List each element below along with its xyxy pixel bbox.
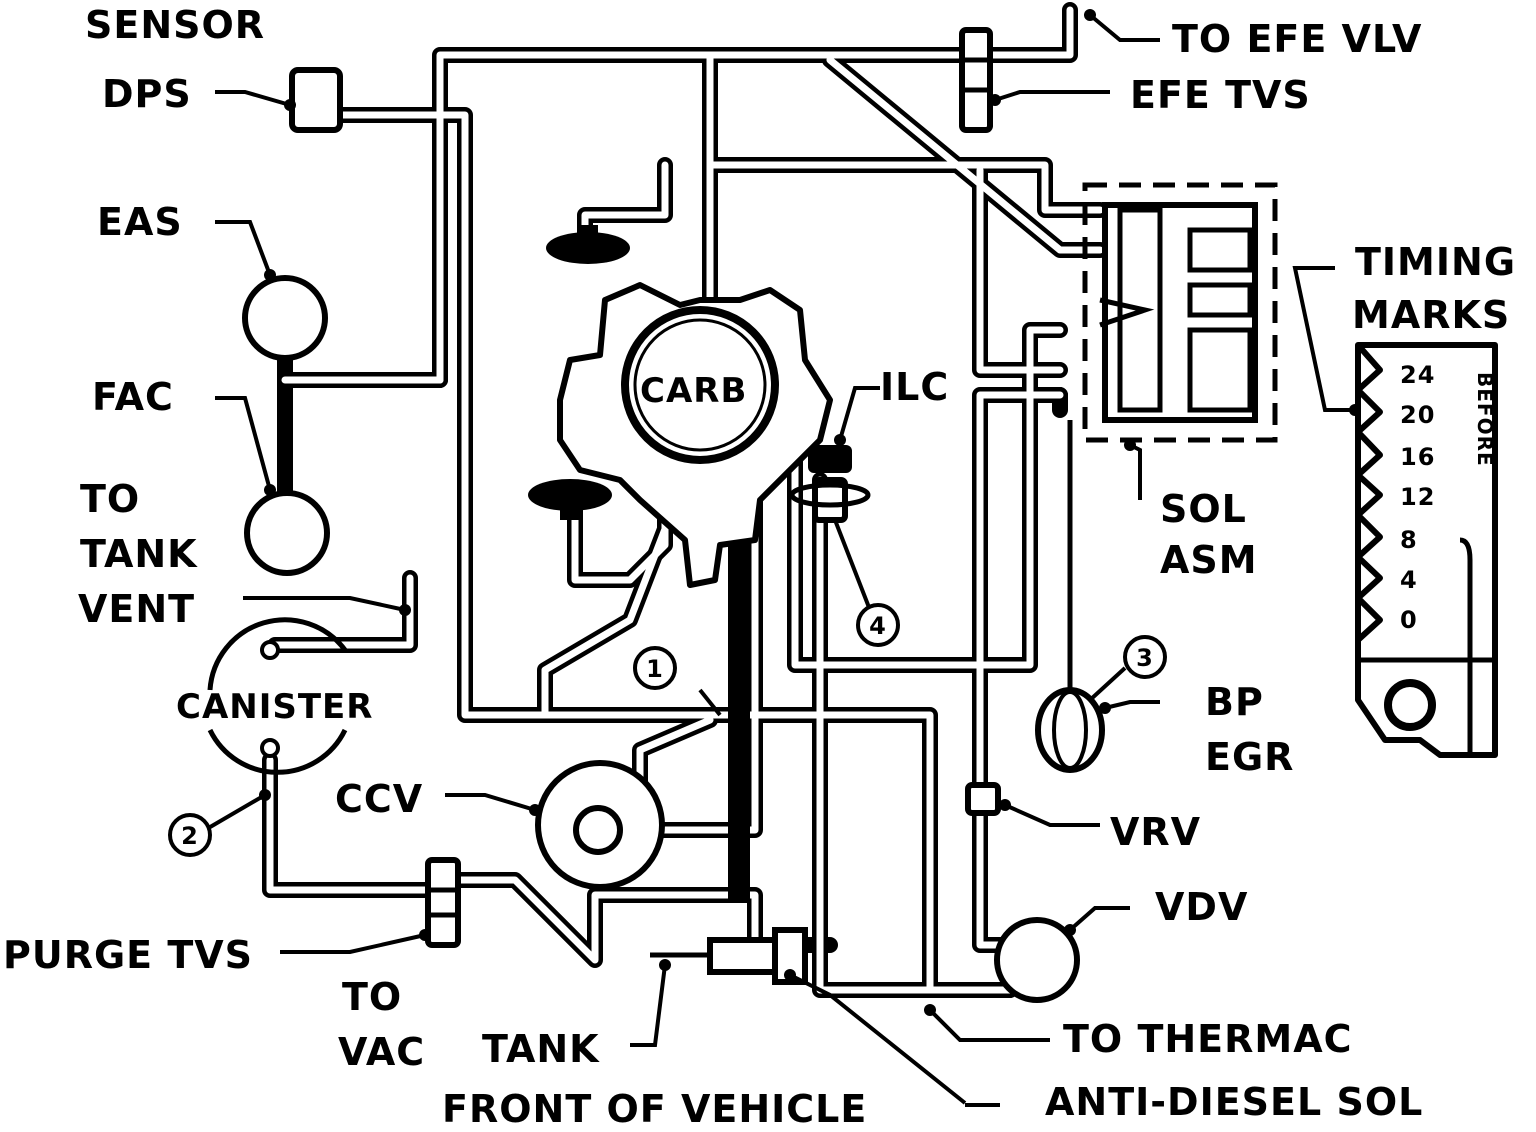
solid-hose [728,490,750,900]
label-sol-asm-2: ASM [1160,538,1258,582]
eas-valve [242,275,328,361]
timing-mark-20: 20 [1400,401,1435,429]
label-vdv: VDV [1155,885,1248,929]
callout-4: 4 [856,603,900,647]
svg-text:3: 3 [1136,644,1154,672]
label-anti-diesel-sol: ANTI-DIESEL SOL [1045,1080,1423,1124]
label-to-vac-2: VAC [338,1030,425,1074]
label-eas: EAS [97,200,183,244]
timing-mark-0: 0 [1400,606,1418,634]
label-bp-egr-2: EGR [1205,735,1294,779]
label-to-thermac: TO THERMAC [1063,1017,1353,1061]
anti-diesel-solenoid [650,927,808,985]
label-dps: DPS [102,72,192,116]
label-sensor: SENSOR [85,3,265,47]
svg-text:4: 4 [869,612,887,640]
callout-3: 3 [1123,635,1167,679]
callout-2: 2 [168,813,212,857]
timing-mark-8: 8 [1400,526,1418,554]
label-ccv: CCV [335,777,423,821]
label-to-tank-vent-2: TANK [80,532,198,576]
purge-tvs [425,857,461,948]
callout-1: 1 [633,646,677,690]
label-vrv: VRV [1110,810,1201,854]
label-purge-tvs: PURGE TVS [3,933,253,977]
timing-mark-12: 12 [1400,483,1435,511]
label-canister: CANISTER [176,687,373,727]
vdv-valve [994,917,1080,1003]
label-to-tank-vent-1: TO [80,477,140,521]
timing-mark-24: 24 [1400,361,1435,389]
label-efe-tvs: EFE TVS [1130,73,1311,117]
bp-egr-valve [1035,420,1105,773]
label-tank: TANK [482,1027,600,1071]
label-bp-egr-1: BP [1205,680,1264,724]
dps-sensor [289,67,343,133]
label-front-of-vehicle: FRONT OF VEHICLE [442,1087,867,1131]
hose-inner [266,6,1104,994]
fac-valve [244,490,330,576]
efe-tvs [959,27,993,133]
solenoid-assembly [1082,182,1278,443]
leader-lines [203,13,1355,1107]
label-to-vac-1: TO [342,975,402,1019]
carb-diaphragm-top [546,225,630,264]
label-to-tank-vent-3: VENT [78,587,195,631]
ccv-valve [535,760,665,890]
label-before: BEFORE [1473,372,1497,467]
svg-text:1: 1 [646,655,664,683]
label-timing-marks-2: MARKS [1352,293,1510,337]
canister [207,617,348,775]
label-carb: CARB [640,371,747,411]
label-timing-marks-1: TIMING [1355,240,1516,284]
ilc-actuator [789,445,871,523]
label-to-efe-vlv: TO EFE VLV [1172,17,1422,61]
svg-text:2: 2 [181,822,199,850]
label-ilc: ILC [880,365,949,409]
timing-marks-plate [1355,342,1498,758]
timing-mark-4: 4 [1400,566,1418,594]
vrv-valve [965,782,1001,816]
timing-mark-16: 16 [1400,443,1435,471]
label-fac: FAC [92,375,174,419]
carb-diaphragm-bottom [528,479,612,520]
leader-arrowheads [259,9,1361,1016]
label-sol-asm-1: SOL [1160,487,1247,531]
